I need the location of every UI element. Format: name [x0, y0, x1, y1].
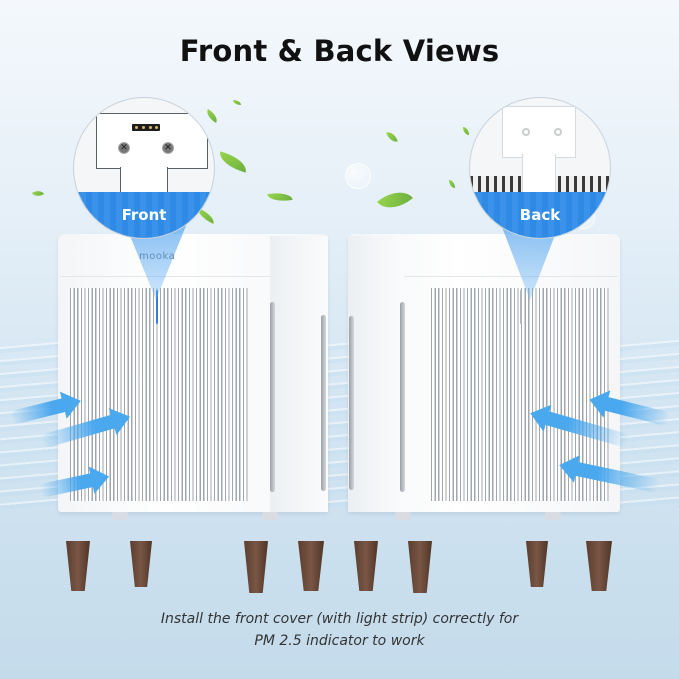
back-label: Back — [519, 206, 561, 224]
wood-leg — [298, 541, 324, 591]
leaf-icon — [449, 180, 455, 188]
pm25-light-strip — [156, 290, 158, 324]
install-caption: Install the front cover (with light stri… — [0, 608, 679, 652]
caption-line-1: Install the front cover (with light stri… — [160, 611, 519, 627]
center-divider — [520, 290, 522, 324]
wood-leg — [526, 541, 548, 587]
side-slot — [400, 302, 405, 492]
front-label: Front — [121, 206, 167, 224]
leaf-icon — [377, 182, 413, 218]
wood-leg — [408, 541, 432, 593]
back-callout-zoom: Back — [469, 97, 611, 239]
wood-leg — [130, 541, 152, 587]
wood-leg — [66, 541, 90, 591]
screw-icon: ✕ — [162, 142, 174, 154]
wood-leg — [586, 541, 612, 591]
leaf-icon — [216, 151, 250, 173]
caption-line-2: PM 2.5 indicator to work — [254, 633, 425, 649]
bubble-icon — [345, 163, 371, 189]
mounting-hole — [522, 128, 530, 136]
side-panel — [348, 236, 404, 512]
connector-pins — [132, 124, 160, 131]
leaf-icon — [31, 187, 45, 200]
leaf-icon — [463, 127, 469, 135]
back-label-band — [470, 192, 610, 238]
mounting-plate — [502, 106, 576, 158]
wood-leg — [354, 541, 378, 591]
side-slot — [349, 316, 354, 490]
wood-leg — [244, 541, 268, 593]
side-panel — [270, 236, 328, 512]
leaf-icon — [233, 100, 241, 105]
mounting-hole — [554, 128, 562, 136]
leaf-icon — [386, 129, 398, 145]
front-label-band — [74, 192, 214, 238]
connector-plate — [96, 113, 208, 169]
side-slot — [270, 302, 275, 492]
leaf-icon — [267, 189, 293, 205]
screw-icon: ✕ — [118, 142, 130, 154]
page-title: Front & Back Views — [179, 34, 500, 68]
front-callout-zoom: ✕ ✕ Front — [73, 97, 215, 239]
side-slot — [321, 315, 326, 491]
